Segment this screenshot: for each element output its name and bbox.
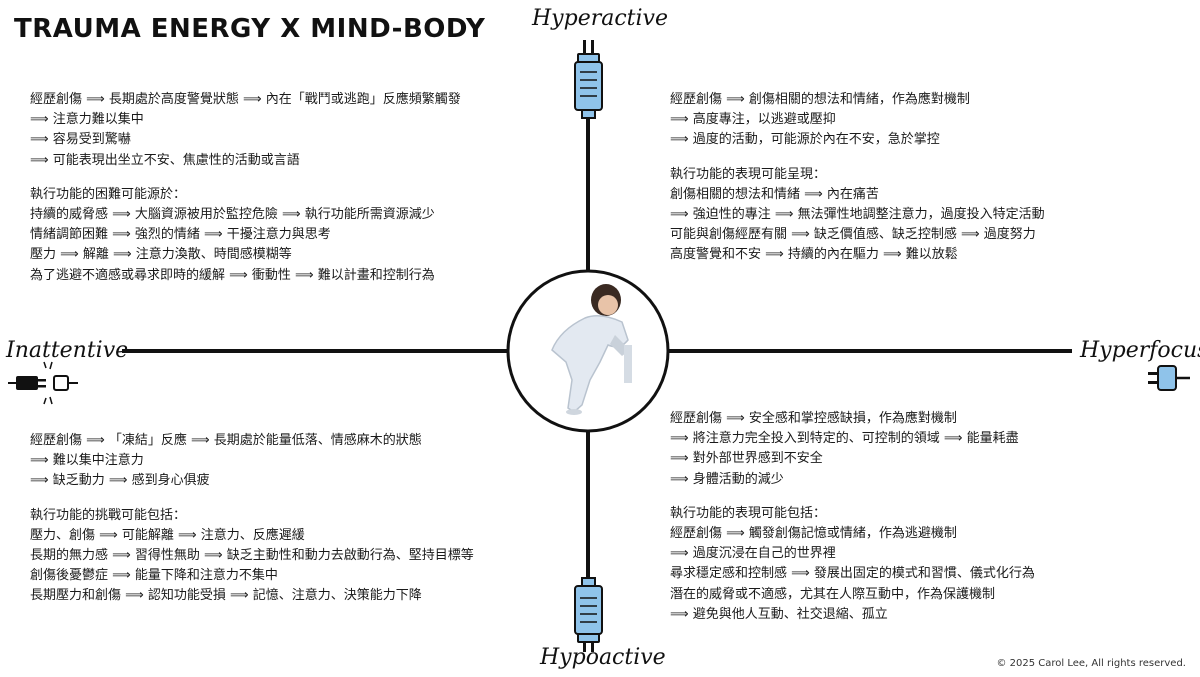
axis-label-right: Hyperfocus (1080, 338, 1200, 363)
br-line: 尋求穩定感和控制感 ⟹ 發展出固定的模式和習慣、儀式化行為 (670, 566, 1035, 582)
br-line: 執行功能的表現可能包括： (670, 505, 827, 521)
right-plug-icon (1148, 365, 1190, 391)
tl-line: ⟹ 注意力難以集中 (30, 112, 144, 128)
quadrant-bottom-right: 經歷創傷 ⟹ 安全感和掌控感缺損，作為應對機制 ⟹ 將注意力完全投入到特定的、可… (670, 409, 1035, 625)
quadrant-bottom-left: 經歷創傷 ⟹ 「凍結」反應 ⟹ 長期處於能量低落、情感麻木的狀態 ⟹ 難以集中注… (30, 431, 474, 607)
tr-line: ⟹ 高度專注，以逃避或壓抑 (670, 112, 836, 128)
tl-line: 壓力 ⟹ 解離 ⟹ 注意力渙散、時間感模糊等 (30, 247, 292, 263)
br-line: 潛在的威脅或不適感，尤其在人際互動中，作為保護機制 (670, 586, 996, 602)
bl-line: 創傷後憂鬱症 ⟹ 能量下降和注意力不集中 (30, 568, 278, 584)
bl-line: 執行功能的挑戰可能包括： (30, 507, 187, 523)
br-line: ⟹ 將注意力完全投入到特定的、可控制的領域 ⟹ 能量耗盡 (670, 431, 1019, 447)
bl-line: 長期壓力和創傷 ⟹ 認知功能受損 ⟹ 記憶、注意力、決策能力下降 (30, 588, 422, 604)
tr-line: 可能與創傷經歷有關 ⟹ 缺乏價值感、缺乏控制感 ⟹ 過度努力 (670, 227, 1036, 243)
br-line: ⟹ 過度沉浸在自己的世界裡 (670, 546, 836, 562)
tl-line: 經歷創傷 ⟹ 長期處於高度警覺狀態 ⟹ 內在「戰鬥或逃跑」反應頻繁觸發 (30, 92, 461, 107)
tl-line: 執行功能的困難可能源於： (30, 186, 187, 202)
br-line: 經歷創傷 ⟹ 觸發創傷記憶或情緒，作為逃避機制 (670, 526, 957, 542)
child-face (598, 295, 618, 315)
bottom-plug-icon (574, 577, 603, 652)
br-line: ⟹ 對外部世界感到不安全 (670, 451, 823, 467)
tl-line: ⟹ 容易受到驚嚇 (30, 132, 131, 148)
center-photo (506, 269, 670, 433)
child-feet (566, 409, 582, 415)
tl-line: 持續的威脅感 ⟹ 大腦資源被用於監控危險 ⟹ 執行功能所需資源減少 (30, 207, 435, 223)
tr-line: ⟹ 過度的活動，可能源於內在不安，急於掌控 (670, 132, 940, 148)
child-object (624, 345, 632, 383)
tr-line: 創傷相關的想法和情緒 ⟹ 內在痛苦 (670, 186, 879, 202)
br-line: ⟹ 身體活動的減少 (670, 471, 784, 487)
left-unplugged-plug-icon (8, 361, 78, 405)
page-title: TRAUMA ENERGY X MIND-BODY (14, 14, 486, 44)
tr-line: 執行功能的表現可能呈現： (670, 166, 827, 182)
tl-line: ⟹ 可能表現出坐立不安、焦慮性的活動或言語 (30, 152, 300, 168)
axis-label-top: Hyperactive (532, 6, 668, 31)
bl-line: 經歷創傷 ⟹ 「凍結」反應 ⟹ 長期處於能量低落、情感麻木的狀態 (30, 433, 422, 448)
tr-line: 高度警覺和不安 ⟹ 持續的內在驅力 ⟹ 難以放鬆 (670, 247, 958, 263)
tl-line: 為了逃避不適感或尋求即時的緩解 ⟹ 衝動性 ⟹ 難以計畫和控制行為 (30, 267, 435, 283)
br-line: 經歷創傷 ⟹ 安全感和掌控感缺損，作為應對機制 (670, 411, 957, 426)
tl-line: 情緒調節困難 ⟹ 強烈的情緒 ⟹ 干擾注意力與思考 (30, 227, 331, 243)
axis-label-left: Inattentive (6, 338, 129, 363)
tr-line: ⟹ 強迫性的專注 ⟹ 無法彈性地調整注意力，過度投入特定活動 (670, 207, 1045, 223)
bl-line: ⟹ 難以集中注意力 (30, 453, 144, 469)
tr-line: 經歷創傷 ⟹ 創傷相關的想法和情緒，作為應對機制 (670, 92, 970, 107)
child-body (551, 315, 629, 413)
quadrant-top-right: 經歷創傷 ⟹ 創傷相關的想法和情緒，作為應對機制 ⟹ 高度專注，以逃避或壓抑 ⟹… (670, 90, 1045, 266)
quadrant-top-left: 經歷創傷 ⟹ 長期處於高度警覺狀態 ⟹ 內在「戰鬥或逃跑」反應頻繁觸發 ⟹ 注意… (30, 90, 461, 286)
copyright-text: © 2025 Carol Lee, All rights reserved. (996, 658, 1186, 669)
br-line: ⟹ 避免與他人互動、社交退縮、孤立 (670, 606, 888, 622)
top-plug-icon (574, 40, 603, 119)
axis-label-bottom: Hypoactive (540, 645, 666, 670)
bl-line: 壓力、創傷 ⟹ 可能解離 ⟹ 注意力、反應遲緩 (30, 527, 305, 543)
bl-line: 長期的無力感 ⟹ 習得性無助 ⟹ 缺乏主動性和動力去啟動行為、堅持目標等 (30, 548, 474, 564)
bl-line: ⟹ 缺乏動力 ⟹ 感到身心俱疲 (30, 473, 210, 489)
